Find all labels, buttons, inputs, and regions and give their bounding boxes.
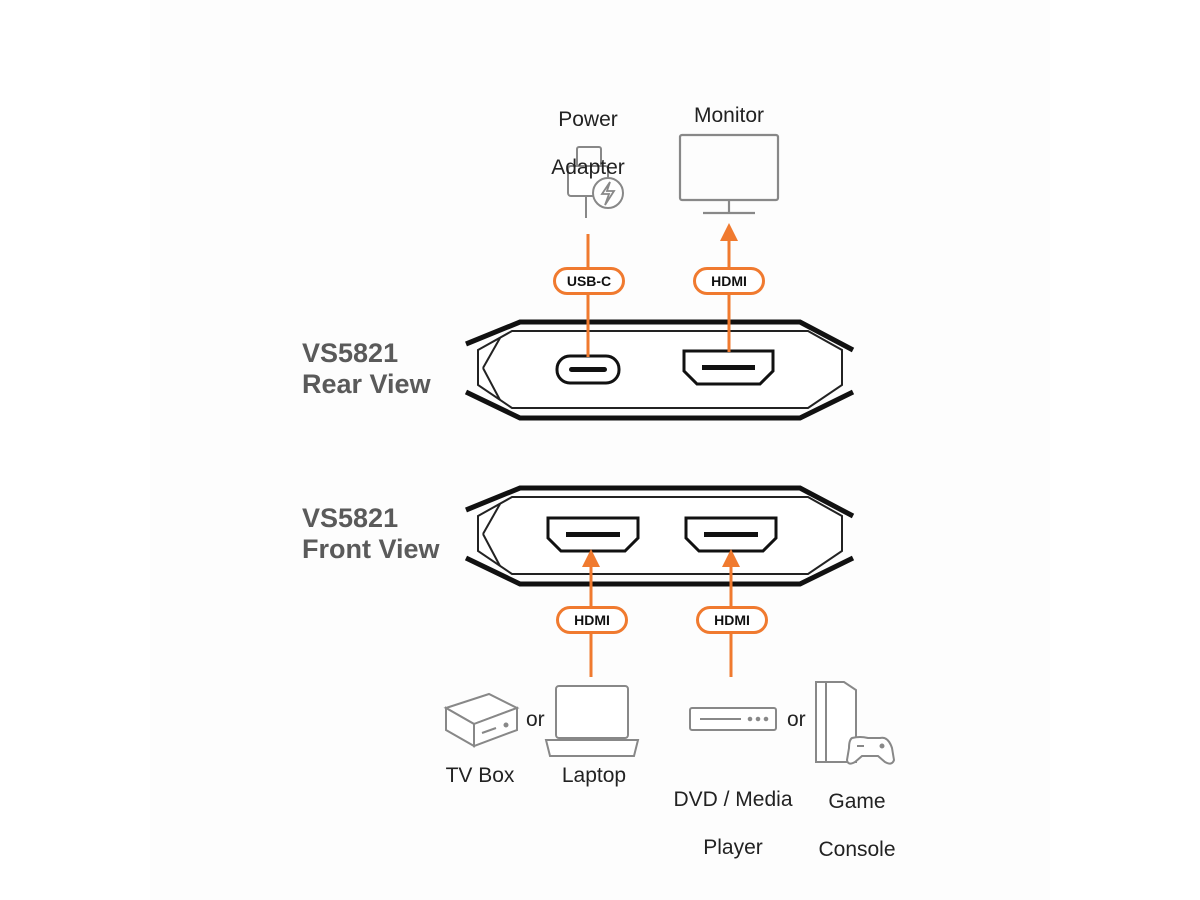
usb-c-badge: USB-C [553, 267, 625, 295]
hdmi-out-port-inner [702, 365, 755, 370]
hdmi-out-badge: HDMI [693, 267, 765, 295]
usb-c-port-inner [569, 367, 607, 372]
monitor-icon [678, 133, 780, 215]
dvd-player-label-line2: Player [703, 836, 763, 859]
game-console-label-line1: Game [828, 790, 886, 813]
tv-box-label: TV Box [445, 764, 515, 787]
media-player-icon [689, 707, 777, 731]
power-adapter-label-line2: Adapter [551, 156, 625, 179]
front-view-title: VS5821 Front View [302, 503, 472, 565]
hdmi-in2-badge: HDMI [696, 606, 768, 634]
front-device-body [464, 485, 855, 587]
laptop-icon [544, 685, 640, 757]
or-label-1: or [526, 708, 545, 731]
game-console-icon [815, 681, 896, 765]
front-view-title-line1: VS5821 [302, 503, 399, 533]
power-adapter-label: Power Adapter [528, 84, 648, 204]
power-adapter-label-line1: Power [558, 108, 618, 131]
hdmi-in2-port-inner [704, 532, 758, 537]
usb-c-plug-icon [567, 146, 624, 218]
front-view-title-line2: Front View [302, 534, 440, 564]
game-console-label-line2: Console [818, 838, 896, 861]
monitor-label: Monitor [693, 104, 765, 127]
rear-view-title: VS5821 Rear View [302, 338, 472, 400]
rear-view-title-line2: Rear View [302, 369, 431, 399]
game-console-label: Game Console [797, 766, 917, 886]
or-label-2: or [787, 708, 806, 731]
dvd-player-label: DVD / Media Player [663, 764, 803, 884]
hdmi-in1-badge: HDMI [556, 606, 628, 634]
laptop-label: Laptop [561, 764, 627, 787]
tv-box-icon [443, 692, 520, 748]
hdmi-in1-port-inner [566, 532, 620, 537]
rear-view-title-line1: VS5821 [302, 338, 399, 368]
rear-device-body [464, 319, 855, 421]
dvd-player-label-line1: DVD / Media [673, 788, 793, 811]
